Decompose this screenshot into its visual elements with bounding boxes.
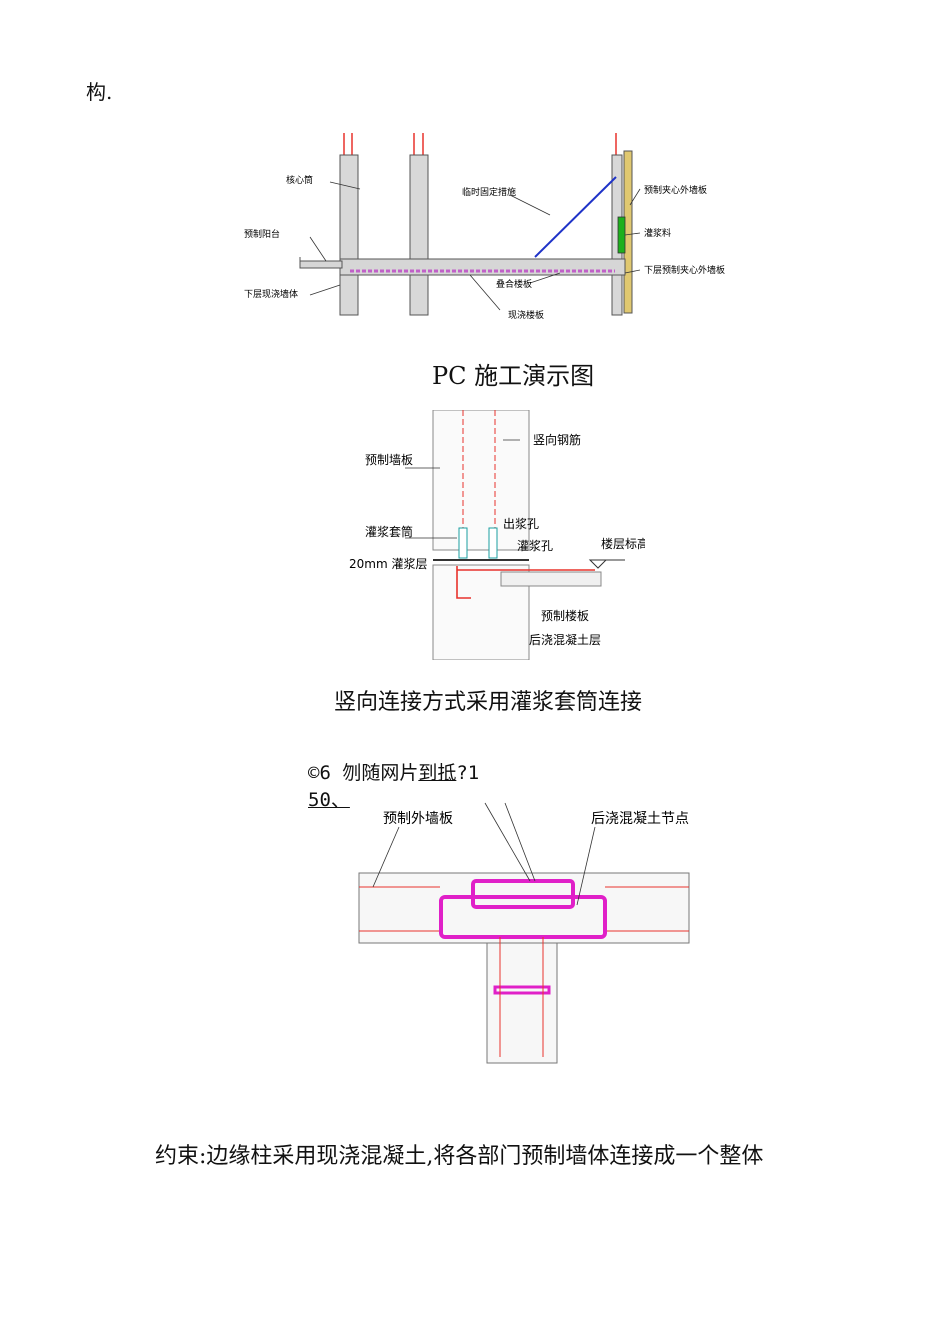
label-floor-level: 楼层标高 (601, 536, 645, 551)
label-outlet-hole: 出浆孔 (503, 516, 539, 531)
label-precast-slab: 预制楼板 (541, 608, 589, 623)
garbled-text-b: 到抵 (418, 762, 457, 784)
caption-edge-column: 约束:边缘柱采用现浇混凝土,将各部门预制墙体连接成一个整体 (155, 1144, 764, 1169)
caption-grout-sleeve: 竖向连接方式采用灌浆套筒连接 (334, 690, 643, 715)
label-grout-sleeve: 灌浆套筒 (365, 524, 413, 539)
label-lower-sandwich-wall: 下层预制夹心外墙板 (644, 264, 725, 276)
garbled-text-line2: 50、 (308, 789, 350, 811)
garbled-text-c: ?1 (456, 762, 480, 784)
label-cast-slab: 现浇楼板 (508, 309, 544, 321)
garbled-ocr-text: ©6 刎随网片到抵?1 50、 (308, 760, 479, 814)
label-grout-hole: 灌浆孔 (517, 538, 553, 553)
label-precast-balcony: 预制阳台 (244, 228, 280, 240)
grout-sleeve-connection-diagram: 竖向钢筋 预制墙板 出浆孔 灌浆套筒 灌浆孔 楼层标高 20mm 灌浆层 预制楼… (349, 410, 645, 660)
paragraph-fragment: 构. (86, 80, 113, 104)
garbled-text-a: ©6 刎随网片 (308, 762, 419, 784)
label-temp-fix: 临时固定措施 (462, 186, 516, 198)
label-lower-cast-wall: 下层现浇墙体 (244, 288, 298, 300)
label-vertical-rebar: 竖向钢筋 (533, 432, 581, 447)
label-grout-layer: 20mm 灌浆层 (349, 556, 427, 571)
label-sandwich-wall: 预制夹心外墙板 (644, 184, 707, 196)
label-post-cast-node: 后浇混凝土节点 (591, 811, 689, 827)
label-precast-outer-wall: 预制外墙板 (383, 811, 453, 827)
label-composite-slab: 叠合楼板 (496, 278, 532, 290)
label-precast-wall: 预制墙板 (365, 453, 413, 467)
caption-pc-construction: PC 施工演示图 (432, 362, 595, 390)
edge-column-node-diagram: 预制外墙板 后浇混凝土节点 (358, 802, 690, 1064)
label-core-tube: 核心筒 (286, 174, 313, 186)
label-grout: 灌浆料 (644, 227, 671, 239)
label-post-cast-layer: 后浇混凝土层 (529, 632, 601, 647)
pc-construction-diagram: 核心筒 预制阳台 下层现浇墙体 临时固定措施 预制夹心外墙板 灌浆料 下层预制夹… (244, 133, 725, 321)
